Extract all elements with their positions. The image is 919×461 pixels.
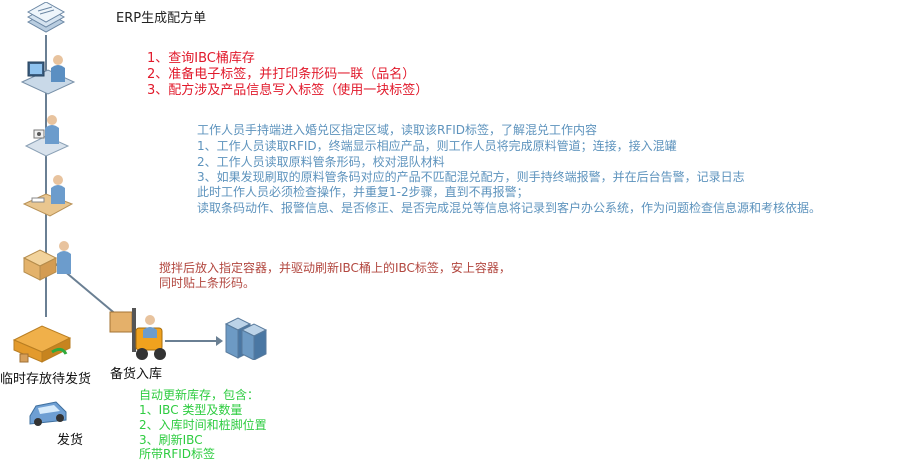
document-stack-icon — [26, 2, 66, 33]
green-note-line: 自动更新库存，包含： — [139, 388, 260, 402]
red-note-line: 2、准备电子标签，并打印条形码一联（品名） — [147, 67, 416, 82]
connector-forklift-to-server — [165, 340, 220, 342]
maroon-note-line: 搅拌后放入指定容器，并驱动刷新IBC桶上的IBC标签，安上容器， — [159, 261, 511, 275]
temp-storage-label: 临时存放待发货 — [0, 372, 92, 387]
red-note-line: 1、查询IBC桶库存 — [147, 51, 255, 66]
server-rack-icon — [224, 317, 268, 360]
computer-worker-icon — [20, 55, 76, 95]
handheld-scanner-icon — [24, 115, 70, 157]
connector-main-vertical — [45, 35, 47, 317]
blue-note-line: 读取条码动作、报警信息、是否修正、是否完成混兑等信息将记录到客户办公系统，作为问… — [197, 201, 822, 215]
blue-note-line: 1、工作人员读取RFID，终端显示相应产品，则工作人员将完成原料管道；连接，接入… — [197, 139, 677, 153]
blue-note-line: 此时工作人员必须检查操作，并重复1-2步骤，直到不再报警； — [197, 185, 529, 199]
forklift-icon — [109, 308, 166, 360]
blue-note-line: 2、工作人员读取原料管条形码，校对混队材料 — [197, 155, 445, 169]
blue-note-line: 3、如果发现刷取的原料管条码对应的产品不匹配混兑配方，则手持终端报警，并在后台告… — [197, 170, 745, 184]
red-note-line: 3、配方涉及产品信息写入标签（使用一块标签） — [147, 83, 429, 98]
green-note-line: 2、入库时间和桩脚位置 — [139, 418, 267, 432]
delivery-truck-icon — [12, 325, 72, 363]
green-note-line: 1、IBC 类型及数量 — [139, 403, 243, 417]
green-note-line: 所带RFID标签 — [139, 447, 216, 461]
arrow-right-icon — [216, 336, 223, 346]
maroon-note-line: 同时贴上条形码。 — [159, 276, 256, 290]
diagram-title: ERP生成配方单 — [116, 11, 207, 26]
blue-note-line: 工作人员手持端进入婚兑区指定区域，读取该RFID标签，了解混兑工作内容 — [197, 123, 598, 137]
ship-label: 发货 — [57, 433, 84, 448]
car-icon — [29, 401, 67, 426]
packing-worker-icon — [22, 241, 71, 281]
inspection-worker-icon — [22, 175, 74, 217]
stock-in-label: 备货入库 — [110, 367, 163, 382]
green-note-line: 3、刷新IBC — [139, 433, 203, 447]
